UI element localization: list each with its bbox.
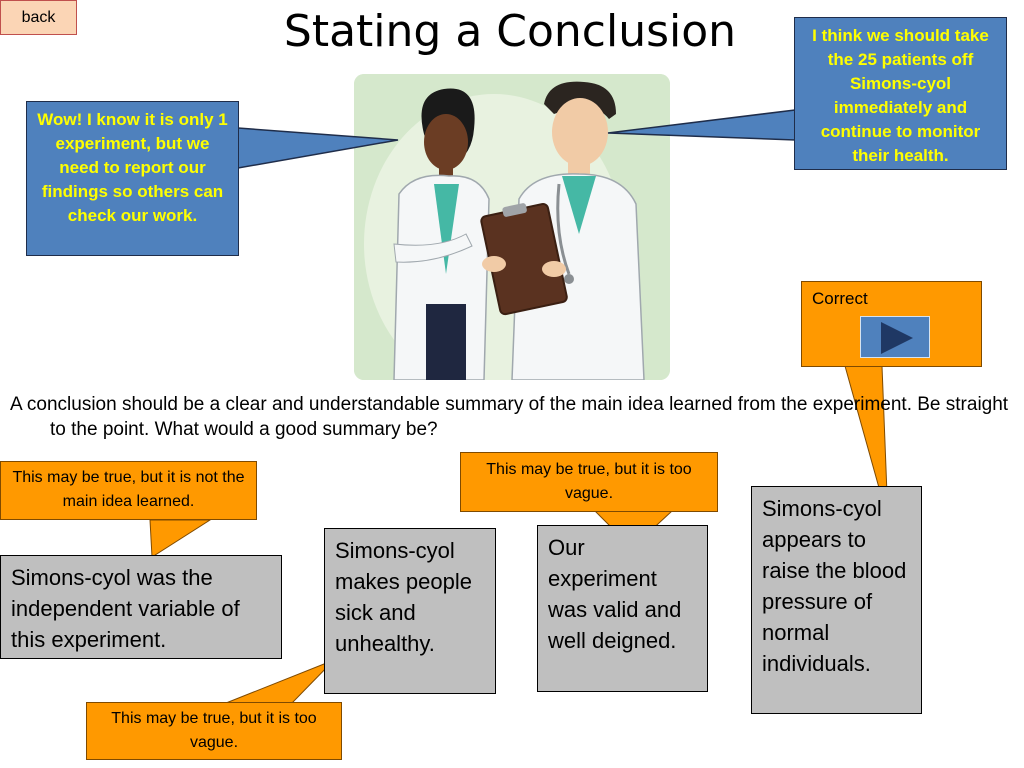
feedback-3-tail [225,659,335,704]
doctors-illustration [354,74,670,380]
feedback-callout-2: This may be true, but it is too vague. [460,452,718,512]
correct-label: Correct [812,289,868,308]
feedback-callout-3: This may be true, but it is too vague. [86,702,342,760]
question-prompt: A conclusion should be a clear and under… [10,394,1009,440]
answer-option-4[interactable]: Simons-cyol appears to raise the blood p… [751,486,922,714]
answer-option-1[interactable]: Simons-cyol was the independent variable… [0,555,282,659]
play-icon [881,322,913,354]
back-button[interactable]: back [0,0,77,35]
speech-left: Wow! I know it is only 1 experiment, but… [26,101,239,256]
answer-option-3[interactable]: Our experiment was valid and well deigne… [537,525,708,692]
page-title: Stating a Conclusion [283,6,737,57]
speech-right: I think we should take the 25 patients o… [794,17,1007,170]
answer-option-2[interactable]: Simons-cyol makes people sick and unheal… [324,528,496,694]
next-button[interactable] [860,316,930,358]
feedback-callout-1: This may be true, but it is not the main… [0,461,257,520]
doctors-drawing [354,74,670,380]
feedback-1-tail [149,519,212,558]
